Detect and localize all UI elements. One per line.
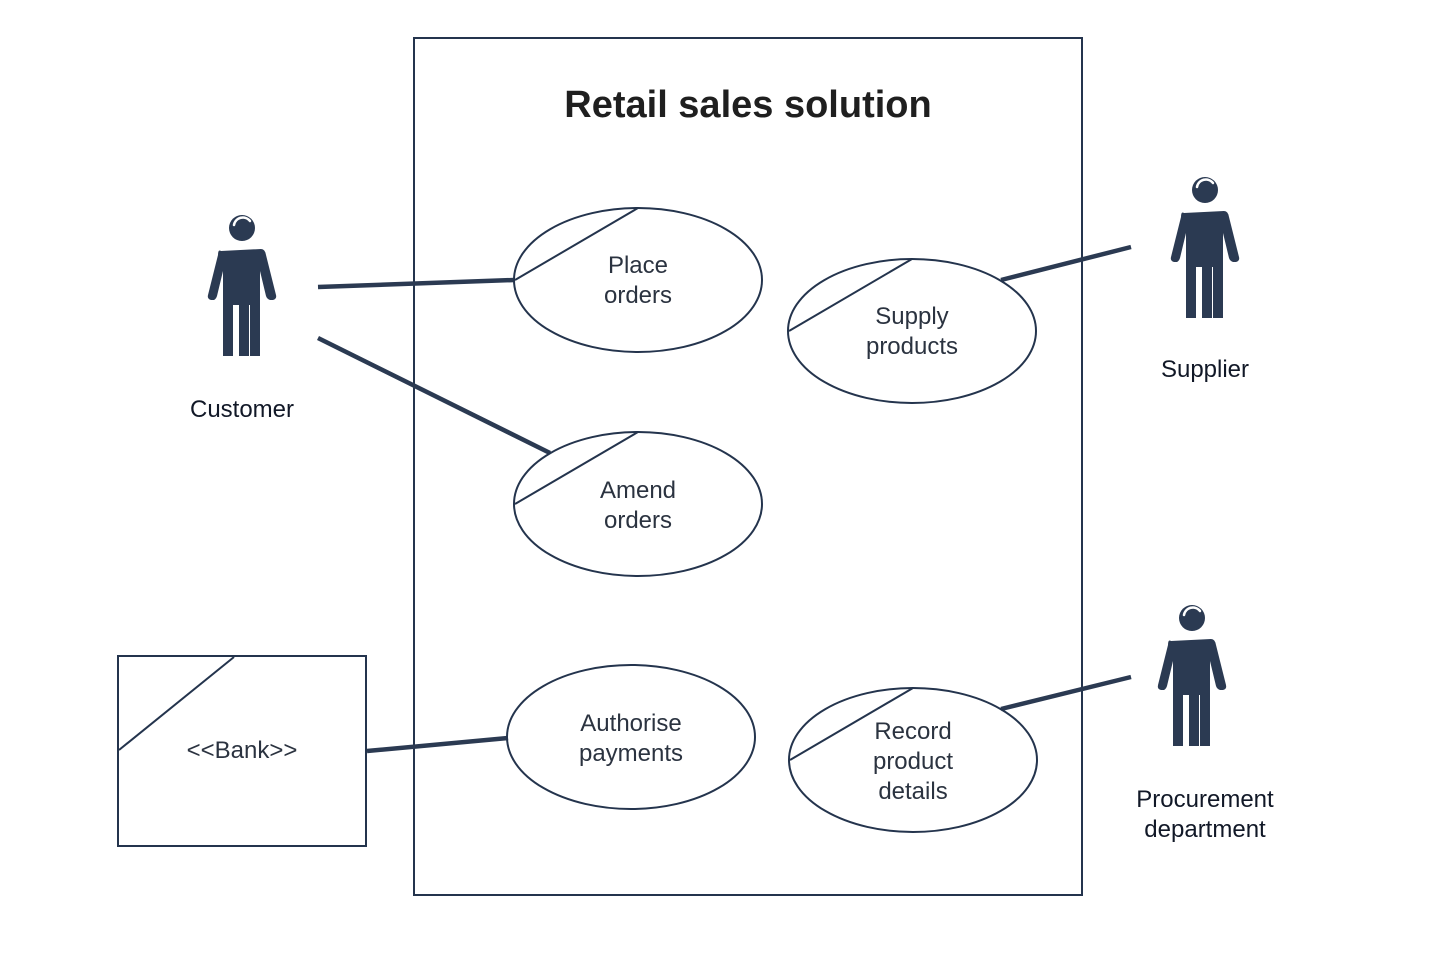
person-icon bbox=[1169, 175, 1241, 320]
use-case-label-line: orders bbox=[604, 282, 672, 309]
bank-box-diagonal bbox=[118, 656, 235, 751]
use-case-diagonal bbox=[514, 207, 639, 281]
association-procurement-record-product-details bbox=[1000, 674, 1132, 712]
use-case-ellipse bbox=[506, 664, 756, 810]
person-icon bbox=[206, 213, 278, 358]
person-icon bbox=[1156, 603, 1228, 748]
use-case-amend-orders[interactable]: Amend orders bbox=[513, 431, 763, 577]
use-case-label-line: orders bbox=[604, 507, 672, 534]
use-case-diagonal bbox=[514, 431, 639, 505]
use-case-label-line: Supply bbox=[875, 303, 948, 330]
system-boundary bbox=[413, 37, 1083, 896]
bank-label: <<Bank>> bbox=[187, 737, 298, 764]
use-case-ellipse bbox=[787, 258, 1037, 404]
use-case-label-line: Amend bbox=[600, 477, 676, 504]
association-bank-authorise-payments bbox=[366, 735, 509, 754]
actor-label: Customer bbox=[190, 396, 294, 423]
use-case-diagonal bbox=[788, 258, 913, 332]
use-case-label-line: products bbox=[866, 333, 958, 360]
use-case-supply-products[interactable]: Supply products bbox=[787, 258, 1037, 404]
use-case-label-line: payments bbox=[579, 740, 683, 767]
actor-supplier[interactable]: Supplier bbox=[1161, 175, 1249, 383]
use-case-label-line: Authorise bbox=[580, 710, 681, 737]
actor-label-line: Procurement bbox=[1136, 786, 1274, 813]
system-title: Retail sales solution bbox=[564, 84, 931, 126]
actor-customer[interactable]: Customer bbox=[190, 213, 294, 423]
use-case-record-product-details[interactable]: Record product details bbox=[788, 687, 1038, 833]
actor-label: Supplier bbox=[1161, 356, 1249, 383]
use-case-label-line: details bbox=[878, 778, 947, 805]
use-case-ellipse bbox=[513, 431, 763, 577]
use-case-place-orders[interactable]: Place orders bbox=[513, 207, 763, 353]
association-customer-place-orders bbox=[317, 277, 515, 290]
actor-bank[interactable]: <<Bank>> bbox=[117, 655, 367, 847]
use-case-label-line: product bbox=[873, 748, 953, 775]
bank-box bbox=[117, 655, 367, 847]
use-case-diagonal bbox=[789, 687, 914, 761]
actor-label-line: department bbox=[1144, 816, 1266, 843]
use-case-label-line: Record bbox=[874, 718, 951, 745]
use-case-authorise-payments[interactable]: Authorise payments bbox=[506, 664, 756, 810]
association-supplier-supply-products bbox=[1000, 244, 1132, 283]
actor-procurement-department[interactable]: Procurement department bbox=[1136, 603, 1274, 843]
use-case-label-line: Place bbox=[608, 252, 668, 279]
use-case-ellipse bbox=[513, 207, 763, 353]
association-customer-amend-orders bbox=[317, 335, 551, 456]
